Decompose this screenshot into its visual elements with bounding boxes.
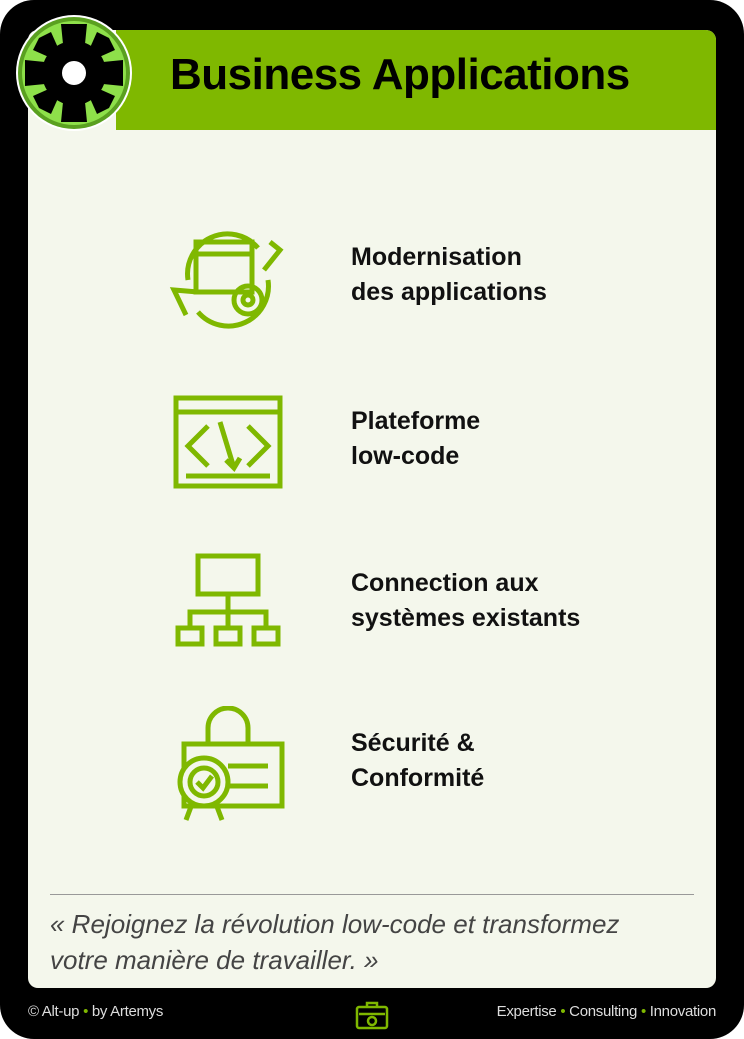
divider xyxy=(50,894,694,895)
header-bar xyxy=(116,30,716,130)
list-item: Sécurité &Conformité xyxy=(28,706,716,826)
code-window-icon xyxy=(173,395,283,489)
gear-logo-icon xyxy=(16,15,132,131)
toolbox-icon xyxy=(355,1001,389,1030)
quote: « Rejoignez la révolution low-code et tr… xyxy=(50,909,620,975)
item-label: Sécurité &Conformité xyxy=(351,729,485,792)
app-modernization-icon xyxy=(169,231,284,329)
footer-right: Expertise • Consulting • Innovation xyxy=(496,1003,717,1020)
footer-left: © Alt-up • by Artemys xyxy=(28,1003,164,1020)
security-certificate-icon xyxy=(177,706,285,821)
network-icon xyxy=(175,553,281,647)
page-title: Business Applications xyxy=(170,50,630,99)
